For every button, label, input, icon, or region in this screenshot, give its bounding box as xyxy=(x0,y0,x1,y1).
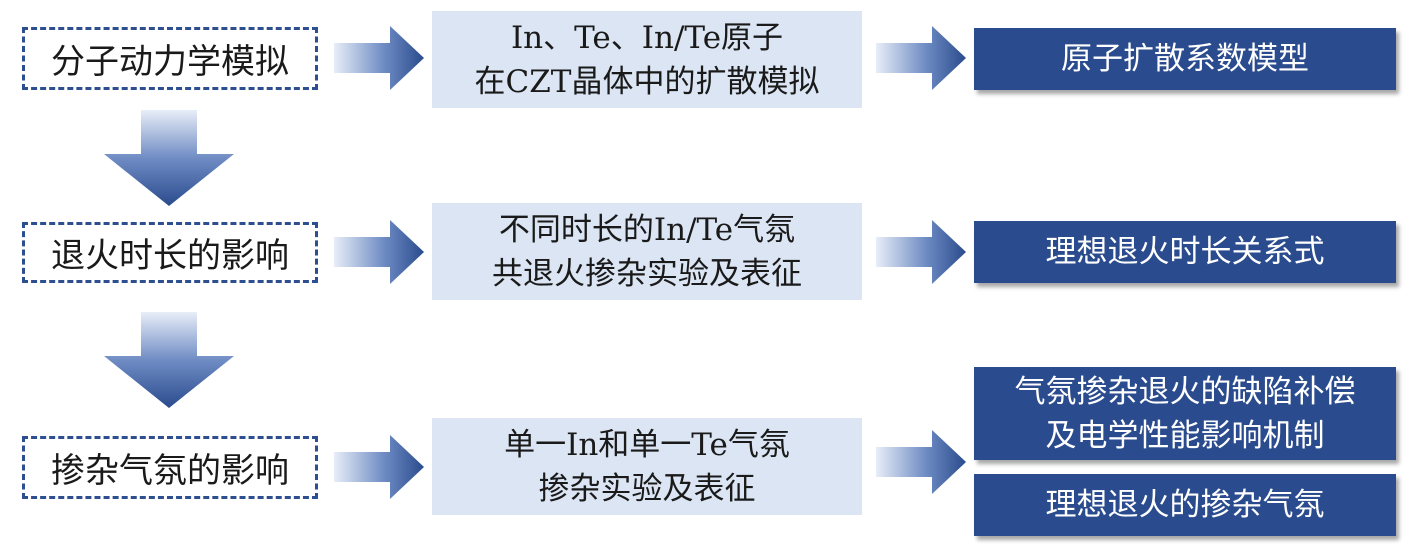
step-2-exp-line-1: 不同时长的In/Te气氛 xyxy=(498,211,796,248)
step-3-exp-line-1: 单一In和单一Te气氛 xyxy=(504,426,790,463)
step-3-mechanism-line-2: 及电学性能影响机制 xyxy=(1045,417,1325,454)
arrow-right-icon xyxy=(334,220,424,284)
arrow-down-icon xyxy=(104,110,234,206)
step-3-experiment-box: 单一In和单一Te气氛 掺杂实验及表征 xyxy=(432,418,862,515)
step-1-simulation-box: In、Te、In/Te原子 在CZT晶体中的扩散模拟 xyxy=(432,11,862,108)
step-1-result: 原子扩散系数模型 xyxy=(1061,41,1309,77)
step-3-label-box: 掺杂气氛的影响 xyxy=(22,436,318,499)
arrow-right-icon xyxy=(876,430,966,494)
step-1-label: 分子动力学模拟 xyxy=(51,42,289,82)
arrow-right-icon xyxy=(876,220,966,284)
step-1-result-box: 原子扩散系数模型 xyxy=(974,28,1396,90)
arrow-down-icon xyxy=(104,312,234,408)
step-1-sim-line-1: In、Te、In/Te原子 xyxy=(510,19,784,56)
step-1-sim-line-2: 在CZT晶体中的扩散模拟 xyxy=(474,63,820,100)
step-2-result-box: 理想退火时长关系式 xyxy=(974,221,1396,283)
step-3-result: 理想退火的掺杂气氛 xyxy=(1045,487,1325,523)
step-3-mechanism-box: 气氛掺杂退火的缺陷补偿 及电学性能影响机制 xyxy=(974,367,1396,460)
arrow-right-icon xyxy=(334,435,424,499)
step-2-experiment-box: 不同时长的In/Te气氛 共退火掺杂实验及表征 xyxy=(432,203,862,300)
step-3-mechanism-line-1: 气氛掺杂退火的缺陷补偿 xyxy=(1014,373,1356,410)
step-3-label: 掺杂气氛的影响 xyxy=(51,451,289,491)
step-2-label-box: 退火时长的影响 xyxy=(22,222,318,283)
step-2-result: 理想退火时长关系式 xyxy=(1045,234,1325,270)
step-1-label-box: 分子动力学模拟 xyxy=(22,27,318,90)
arrow-right-icon xyxy=(334,26,424,90)
step-3-result-box: 理想退火的掺杂气氛 xyxy=(974,474,1396,536)
step-2-label: 退火时长的影响 xyxy=(51,236,289,276)
step-3-exp-line-2: 掺杂实验及表征 xyxy=(538,470,756,507)
step-2-exp-line-2: 共退火掺杂实验及表征 xyxy=(492,255,802,292)
arrow-right-icon xyxy=(876,26,966,90)
